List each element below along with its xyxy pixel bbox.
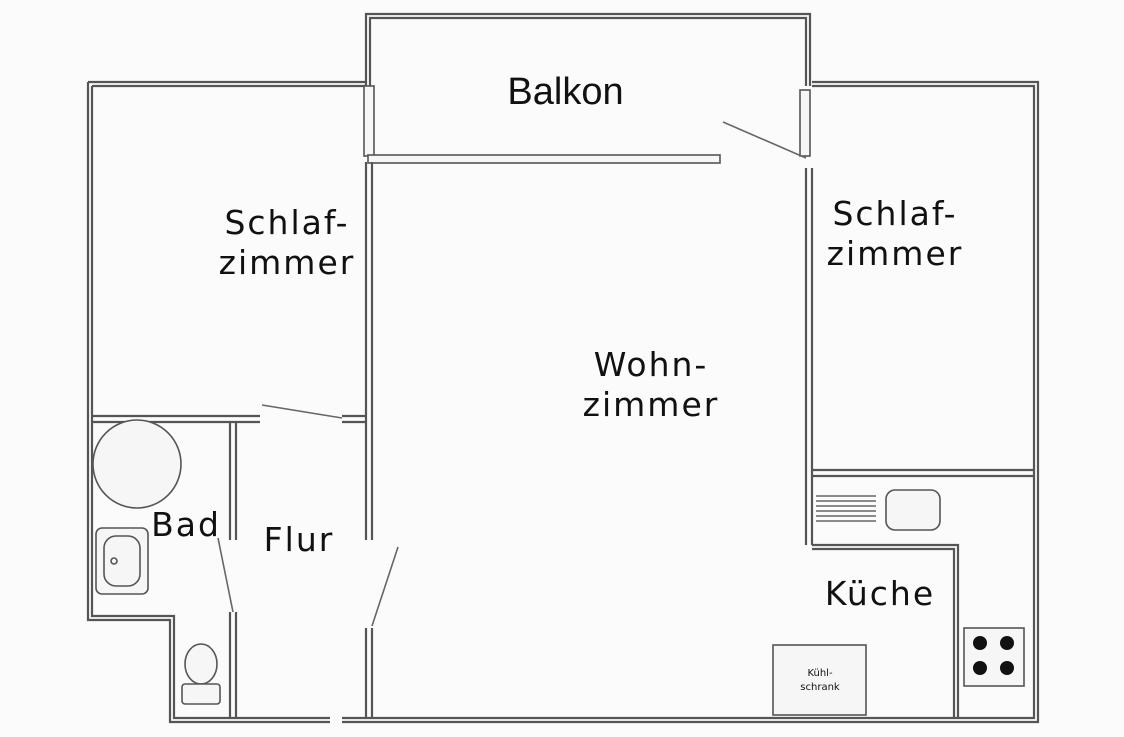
- kuehlschrank-label: Kühl- schrank: [800, 668, 840, 693]
- balkon-label: Balkon: [507, 71, 624, 113]
- kueche-label: Küche: [824, 574, 936, 613]
- schlafzimmer-left-label: Schlaf- zimmer: [218, 203, 356, 282]
- stove: [963, 627, 1025, 687]
- washbasin: [95, 527, 149, 595]
- flur-label: Flur: [263, 520, 335, 559]
- outer-walls: [86, 80, 1040, 724]
- interior-walls: [92, 162, 1034, 718]
- fridge: [772, 644, 867, 716]
- doors: [217, 121, 807, 627]
- schlafzimmer-right-label: Schlaf- zimmer: [826, 194, 964, 273]
- kitchen-sink: [885, 489, 941, 531]
- wohnzimmer-label: Wohn- zimmer: [582, 345, 720, 424]
- balcony-outline: [363, 12, 812, 164]
- kitchen-sink-drainboard: [816, 495, 876, 522]
- toilet: [181, 643, 221, 705]
- bathtub-round: [92, 419, 182, 509]
- bad-label: Bad: [151, 505, 221, 544]
